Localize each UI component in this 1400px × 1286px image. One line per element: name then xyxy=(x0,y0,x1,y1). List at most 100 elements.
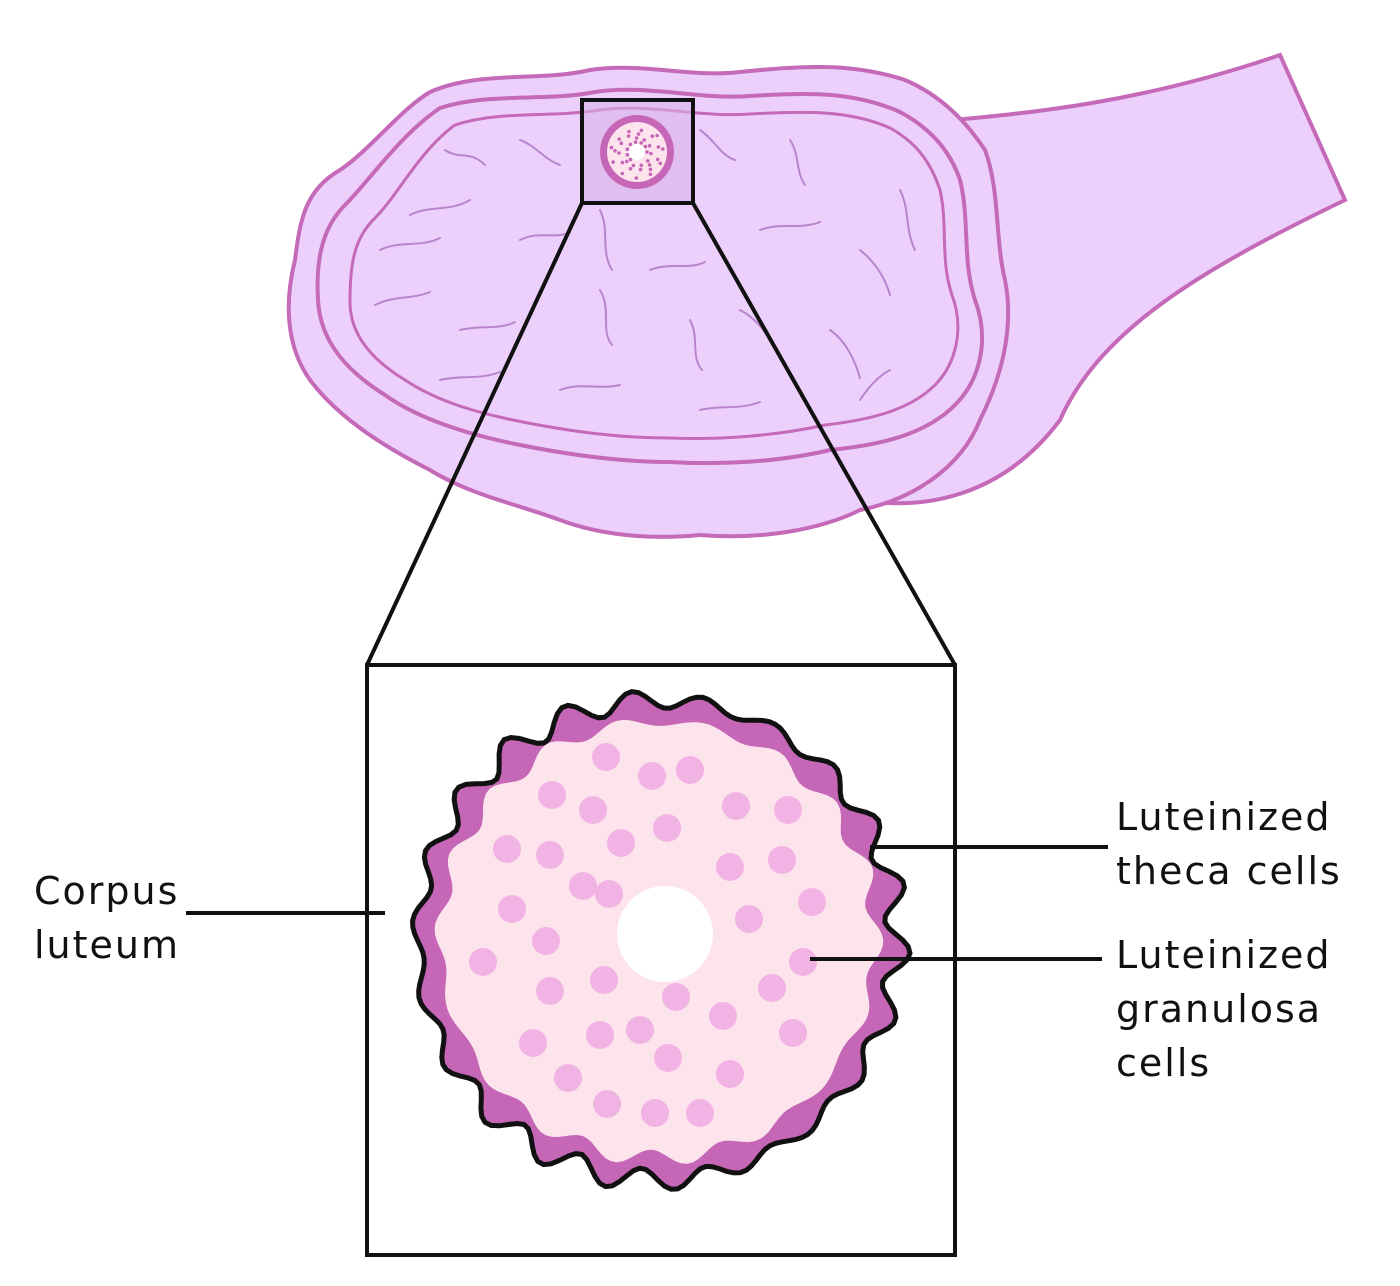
ovary-texture-line xyxy=(759,221,821,231)
small-cell-dot xyxy=(620,160,625,165)
small-cell-dot xyxy=(633,140,638,144)
label-luteinized-granulosa-cells: Luteinized granulosa cells xyxy=(1116,928,1332,1090)
ovary-texture-line xyxy=(439,371,501,381)
ovary-texture-line xyxy=(899,189,916,251)
ovary-texture-line xyxy=(519,139,561,166)
granulosa-cell xyxy=(586,1021,614,1049)
zoom-lines xyxy=(365,202,957,666)
granulosa-cell xyxy=(493,835,521,863)
small-cell-dot xyxy=(639,128,644,133)
small-cell-dot xyxy=(639,141,643,145)
granulosa-cell xyxy=(735,905,763,933)
label-luteinized-theca-cells: Luteinized theca cells xyxy=(1116,790,1342,898)
granulosa-cell xyxy=(654,1044,682,1072)
label-line: granulosa xyxy=(1116,987,1323,1031)
label-corpus-luteum: Corpus luteum xyxy=(34,864,180,972)
small-cell-dot xyxy=(642,138,646,142)
leader-lines xyxy=(186,845,1108,961)
granulosa-cell xyxy=(590,966,618,994)
small-cell-dot xyxy=(634,136,639,140)
small-corpus-luteum xyxy=(580,98,695,205)
small-cell-dot xyxy=(624,159,629,164)
granulosa-cell xyxy=(768,846,796,874)
label-line: theca cells xyxy=(1116,849,1342,893)
granulosa-cell xyxy=(638,762,666,790)
zoom-line-right xyxy=(691,202,957,666)
small-cell-dot xyxy=(627,129,631,134)
granulosa-cell xyxy=(519,1029,547,1057)
granulosa-cell xyxy=(536,841,564,869)
small-cell-dot xyxy=(619,141,624,145)
small-cell-dot xyxy=(628,167,633,171)
label-line: Corpus xyxy=(34,869,180,913)
granulosa-cell xyxy=(536,977,564,1005)
ovary xyxy=(286,52,1348,539)
granulosa-cell xyxy=(662,983,690,1011)
magnified-corpus-luteum xyxy=(410,689,913,1192)
small-cell-dot xyxy=(611,160,615,164)
granulosa-cell xyxy=(532,927,560,955)
granulosa-cell xyxy=(686,1099,714,1127)
small-cell-dot xyxy=(658,161,663,166)
small-cell-dot xyxy=(643,144,648,149)
granulosa-cell xyxy=(607,829,635,857)
small-cell-dot xyxy=(628,142,633,147)
granulosa-cell xyxy=(569,872,597,900)
granulosa-cell xyxy=(716,853,744,881)
label-line: Luteinized xyxy=(1116,795,1332,839)
ovary-texture-line xyxy=(859,369,891,401)
label-line: Luteinized xyxy=(1116,933,1332,977)
granulosa-cell xyxy=(722,792,750,820)
granulosa-cells xyxy=(469,743,826,1127)
small-cell-dot xyxy=(650,134,655,138)
small-cell-dot xyxy=(648,167,653,172)
granulosa-cell xyxy=(676,756,704,784)
granulosa-cell xyxy=(469,948,497,976)
small-cell-dot xyxy=(625,147,630,151)
small-cell-dot xyxy=(647,163,652,167)
granulosa-cell xyxy=(579,796,607,824)
small-cell-dot xyxy=(645,150,649,154)
granulosa-cell xyxy=(498,895,526,923)
ovary-texture-line xyxy=(459,321,516,331)
ovary-texture-line xyxy=(379,237,441,251)
small-cell-dot xyxy=(613,149,617,153)
small-cell-dot xyxy=(649,151,653,156)
granulosa-cell xyxy=(709,1002,737,1030)
granulosa-cell xyxy=(798,888,826,916)
label-line: cells xyxy=(1116,1041,1212,1085)
small-cell-dot xyxy=(617,137,621,141)
small-cell-dot xyxy=(655,157,660,162)
small-cell-dot xyxy=(647,144,652,148)
small-center xyxy=(629,144,645,160)
small-cell-dot xyxy=(620,171,625,176)
small-cell-dot xyxy=(646,159,650,163)
small-cell-dot xyxy=(634,176,639,180)
ovary-texture-line xyxy=(599,289,613,346)
ovary-texture-line xyxy=(444,149,486,166)
granulosa-cell xyxy=(716,1060,744,1088)
granulosa-cell xyxy=(593,1090,621,1118)
ovary-texture-line xyxy=(789,139,806,186)
small-cell-dot xyxy=(626,134,631,138)
small-cell-dot xyxy=(638,167,643,172)
small-cell-dot xyxy=(625,153,630,157)
ovary-texture-line xyxy=(829,329,861,379)
granulosa-cell xyxy=(554,1064,582,1092)
ovary-texture-line xyxy=(409,199,471,216)
ovary-cortex xyxy=(348,106,960,440)
granulosa-cell xyxy=(653,814,681,842)
ovary-texture-line xyxy=(699,401,761,411)
granulosa-cell xyxy=(595,880,623,908)
label-line: luteum xyxy=(34,923,181,967)
granulosa-cell xyxy=(538,781,566,809)
granulosa-cell xyxy=(592,743,620,771)
small-cell-dot xyxy=(636,132,641,136)
small-dots xyxy=(609,128,665,180)
ovary-texture xyxy=(374,129,916,411)
ovary-texture-line xyxy=(374,291,431,306)
granulosa-cell xyxy=(626,1016,654,1044)
small-cell-dot xyxy=(628,157,633,162)
small-cell-dot xyxy=(631,163,636,168)
